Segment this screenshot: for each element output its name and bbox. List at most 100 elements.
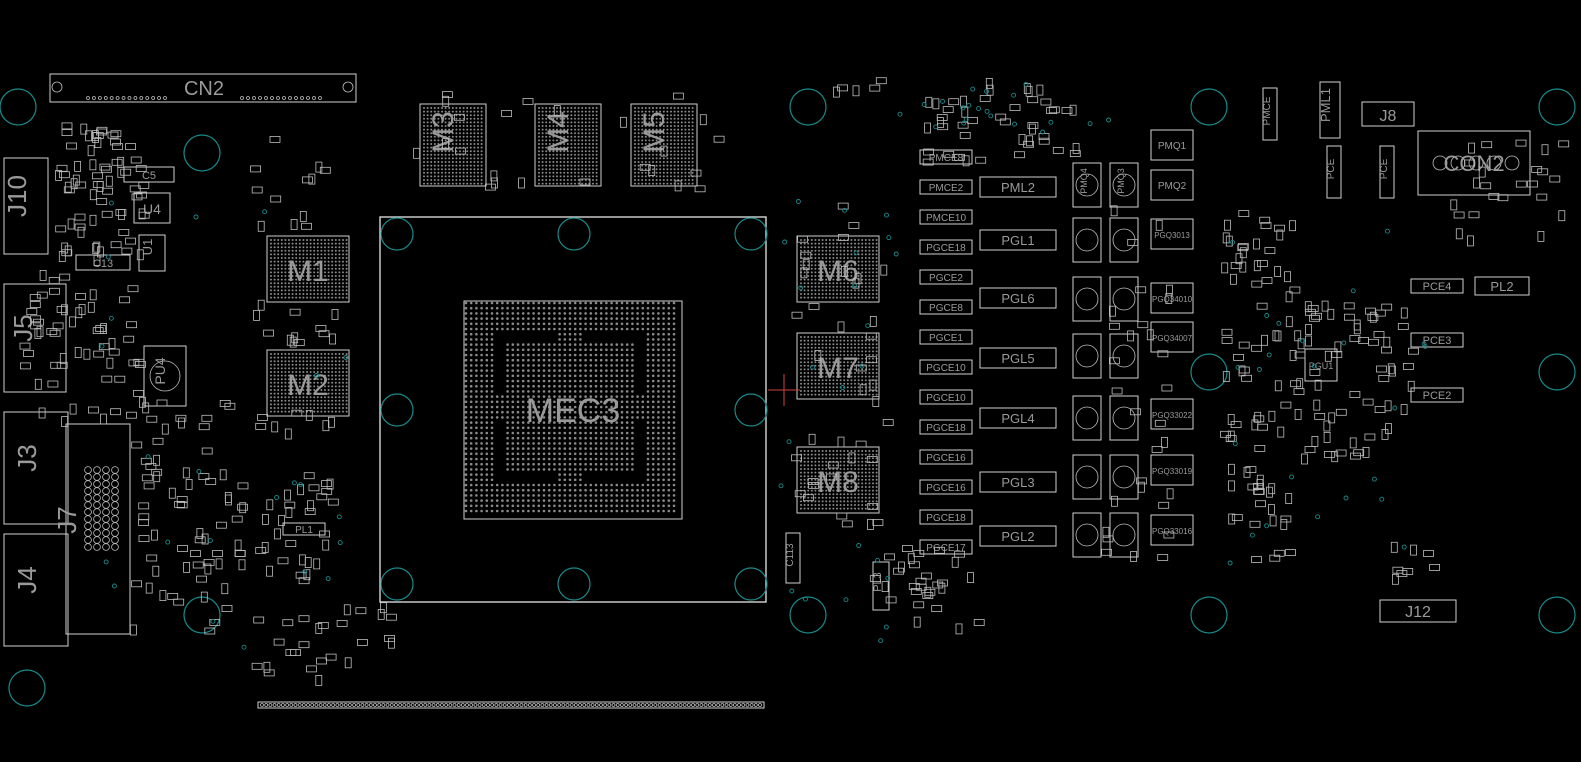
svg-text:PGCE16: PGCE16 — [926, 483, 966, 494]
mounting-hole — [8, 669, 46, 707]
vrm-capacitor: PMCE8 — [919, 149, 973, 165]
svg-text:PGL5: PGL5 — [1001, 351, 1034, 366]
connector-label: J4 — [12, 566, 42, 593]
vrm-inductor: PML2 — [979, 176, 1057, 198]
memory-chip-m7: M7 — [796, 332, 880, 400]
memory-chip-m8: M8 — [796, 446, 880, 514]
vrm-mosfet: PMQ3 — [1109, 162, 1139, 208]
component-pl1: PL1 — [282, 522, 326, 536]
bracket-hole — [734, 567, 768, 601]
mounting-hole — [1190, 353, 1228, 391]
vrm-capacitor: PGCE1 — [919, 329, 973, 345]
component-pmce: PMCE — [1262, 87, 1278, 141]
vrm-mosfet — [1109, 333, 1139, 379]
connector-j7: J7 — [52, 423, 131, 635]
connector-label: CON2 — [1443, 151, 1504, 176]
svg-text:PGCE18: PGCE18 — [926, 423, 966, 434]
connector-cn2: CN2 — [49, 73, 357, 103]
memory-label: M4 — [542, 111, 575, 153]
component-label: PL2 — [1490, 279, 1513, 294]
svg-text:PML2: PML2 — [1001, 180, 1035, 195]
svg-text:PGCE17: PGCE17 — [926, 543, 966, 554]
vrm-capacitor: PMCE2 — [919, 179, 973, 195]
vrm-capacitor: PGCE18 — [919, 509, 973, 525]
vrm-capacitor: PGCE2 — [919, 269, 973, 285]
svg-text:PMQ2: PMQ2 — [1158, 181, 1187, 192]
mounting-hole — [183, 596, 221, 634]
vrm-mosfet — [1109, 276, 1139, 322]
component-label: PGU1 — [1309, 361, 1334, 371]
gpu-outline — [463, 300, 683, 520]
connector-label: J5 — [8, 314, 38, 341]
passive-components — [19, 77, 1570, 686]
memory-chip-m1: M1 — [266, 235, 350, 303]
vrm-phase-part: PGQ3013 — [1150, 218, 1194, 250]
svg-text:PGQ34007: PGQ34007 — [1152, 334, 1193, 343]
memory-label: M3 — [427, 111, 460, 153]
svg-text:PGQ3013: PGQ3013 — [1154, 231, 1190, 240]
svg-text:PMQ4: PMQ4 — [1079, 168, 1089, 194]
svg-text:PMCE2: PMCE2 — [929, 183, 964, 194]
component-label: PL1 — [295, 525, 313, 536]
svg-text:PGCE10: PGCE10 — [926, 393, 966, 404]
vrm-inductor: PGL3 — [979, 471, 1057, 493]
component-label: PMCE — [1262, 96, 1273, 125]
vrm-phase-part: PMQ1 — [1150, 129, 1194, 161]
memory-label: M8 — [817, 466, 859, 499]
connector-label: J3 — [12, 444, 42, 471]
component-pu4: PU4 — [143, 345, 187, 407]
vrm-capacitor: PGCE16 — [919, 449, 973, 465]
mounting-hole — [789, 596, 827, 634]
vrm-phase-column: PMQ1PMQ2PGQ3013PGQ34010PGQ34007PGQ33022P… — [1150, 129, 1194, 546]
cursor-crosshair — [768, 374, 800, 406]
gpu-ball-grid — [464, 301, 676, 513]
svg-text:PGL2: PGL2 — [1001, 529, 1034, 544]
vrm-mosfet — [1072, 276, 1102, 322]
vrm-capacitor: PGCE10 — [919, 359, 973, 375]
svg-text:PGCE18: PGCE18 — [926, 513, 966, 524]
mounting-holes — [0, 88, 1576, 707]
svg-text:PMCE10: PMCE10 — [926, 213, 966, 224]
vrm-inductor: PGL5 — [979, 347, 1057, 369]
connector-label: J10 — [2, 175, 32, 217]
memory-chip-m2: M2 — [266, 349, 350, 417]
vrm-phase-part: PGQ33022 — [1150, 398, 1194, 430]
svg-text:PGQ33016: PGQ33016 — [1152, 527, 1193, 536]
gpu-package: MEC3 — [463, 300, 683, 520]
vrm-mosfet — [1072, 333, 1102, 379]
component-c13: C13 — [75, 254, 131, 271]
vrm-phase-part: PMQ2 — [1150, 169, 1194, 201]
vrm-mosfet — [1109, 454, 1139, 500]
gpu-frame — [379, 216, 767, 603]
memory-chip-m4: M4 — [534, 103, 602, 187]
pcie-edge-connector — [257, 701, 765, 709]
mounting-hole — [1190, 596, 1228, 634]
vrm-mosfet — [1072, 395, 1102, 441]
component-label: PML1 — [1318, 88, 1333, 122]
vrm-mosfet: PMQ4 — [1072, 162, 1102, 208]
component-label: PCE4 — [1423, 281, 1452, 293]
memory-label: M5 — [638, 111, 671, 153]
mounting-hole — [1538, 88, 1576, 126]
bracket-hole — [380, 567, 414, 601]
svg-text:PGL6: PGL6 — [1001, 291, 1034, 306]
component-u4: U4 — [133, 192, 171, 224]
connector-j5: J5 — [3, 283, 67, 393]
component-pce3: PCE3 — [1410, 332, 1464, 348]
component-pce4: PCE4 — [1410, 278, 1464, 294]
component-label: PCE — [1326, 158, 1337, 179]
memory-label: M7 — [817, 352, 859, 385]
svg-text:PGCE1: PGCE1 — [929, 333, 963, 344]
connector-label: J8 — [1380, 108, 1397, 125]
vrm-inductor: PGL6 — [979, 287, 1057, 309]
vrm-capacitor: PGCE18 — [919, 419, 973, 435]
component-c113: C113 — [785, 532, 801, 584]
vrm-mosfet-column: PMQ4 PMQ3 — [1072, 162, 1139, 558]
vias — [99, 81, 1428, 650]
svg-text:PGQ34010: PGQ34010 — [1152, 295, 1193, 304]
bracket-hole — [380, 393, 414, 427]
left-components: C5 U4 U1 C13 PU4 PL1 — [75, 166, 326, 536]
connector-j8: J8 — [1361, 101, 1415, 127]
svg-text:PGCE16: PGCE16 — [926, 453, 966, 464]
memory-chip-m5: M5 — [630, 103, 698, 187]
